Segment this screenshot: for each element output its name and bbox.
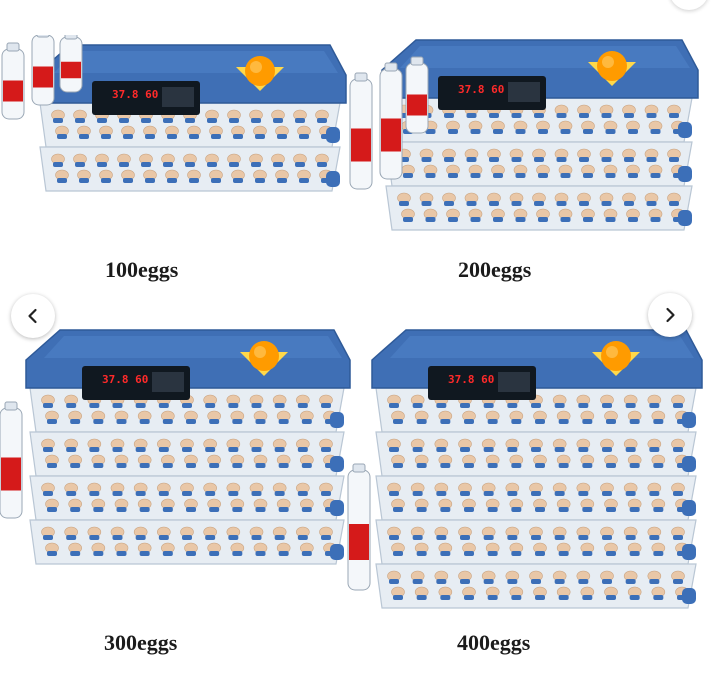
sun-icon [588, 51, 636, 86]
svg-text:37.8 60: 37.8 60 [102, 373, 148, 386]
carousel-next-button[interactable] [648, 293, 692, 337]
caption-300eggs: 300eggs [104, 630, 178, 655]
svg-text:37.8 60: 37.8 60 [112, 88, 158, 101]
product-400eggs: 37.8 60 [344, 320, 704, 630]
svg-text:37.8 60: 37.8 60 [448, 373, 494, 386]
water-bottle [349, 72, 373, 190]
caption-200eggs: 200eggs [458, 257, 532, 282]
product-100eggs: 37.8 60 [0, 28, 350, 255]
incubator-200-image: 37.8 60 [349, 39, 699, 231]
product-200eggs: 37.8 60 [344, 35, 704, 255]
sun-icon [240, 341, 288, 376]
water-bottle [405, 56, 429, 134]
sun-icon [592, 341, 640, 376]
water-bottle [0, 401, 23, 519]
incubator-100-image: 37.8 60 [1, 28, 347, 192]
incubator-400-image: 37.8 60 [347, 329, 703, 609]
water-bottle [347, 463, 371, 591]
sun-icon [236, 56, 284, 91]
top-edge-button[interactable] [669, 0, 709, 10]
water-bottle [31, 28, 55, 106]
water-bottle [379, 62, 403, 180]
incubator: 37.8 60 [25, 329, 351, 565]
water-bottle [1, 42, 25, 120]
incubator: 37.8 60 [381, 39, 699, 231]
svg-text:37.8 60: 37.8 60 [458, 83, 504, 96]
chevron-left-icon [28, 308, 37, 324]
carousel-prev-button[interactable] [11, 294, 55, 338]
caption-400eggs: 400eggs [457, 630, 531, 655]
water-bottle [59, 30, 83, 93]
incubator: 37.8 60 [371, 329, 703, 609]
incubator-300-image: 37.8 60 [0, 329, 351, 565]
caption-100eggs: 100eggs [105, 257, 179, 282]
chevron-right-icon [666, 307, 675, 323]
product-300eggs: 37.8 60 [0, 320, 360, 585]
